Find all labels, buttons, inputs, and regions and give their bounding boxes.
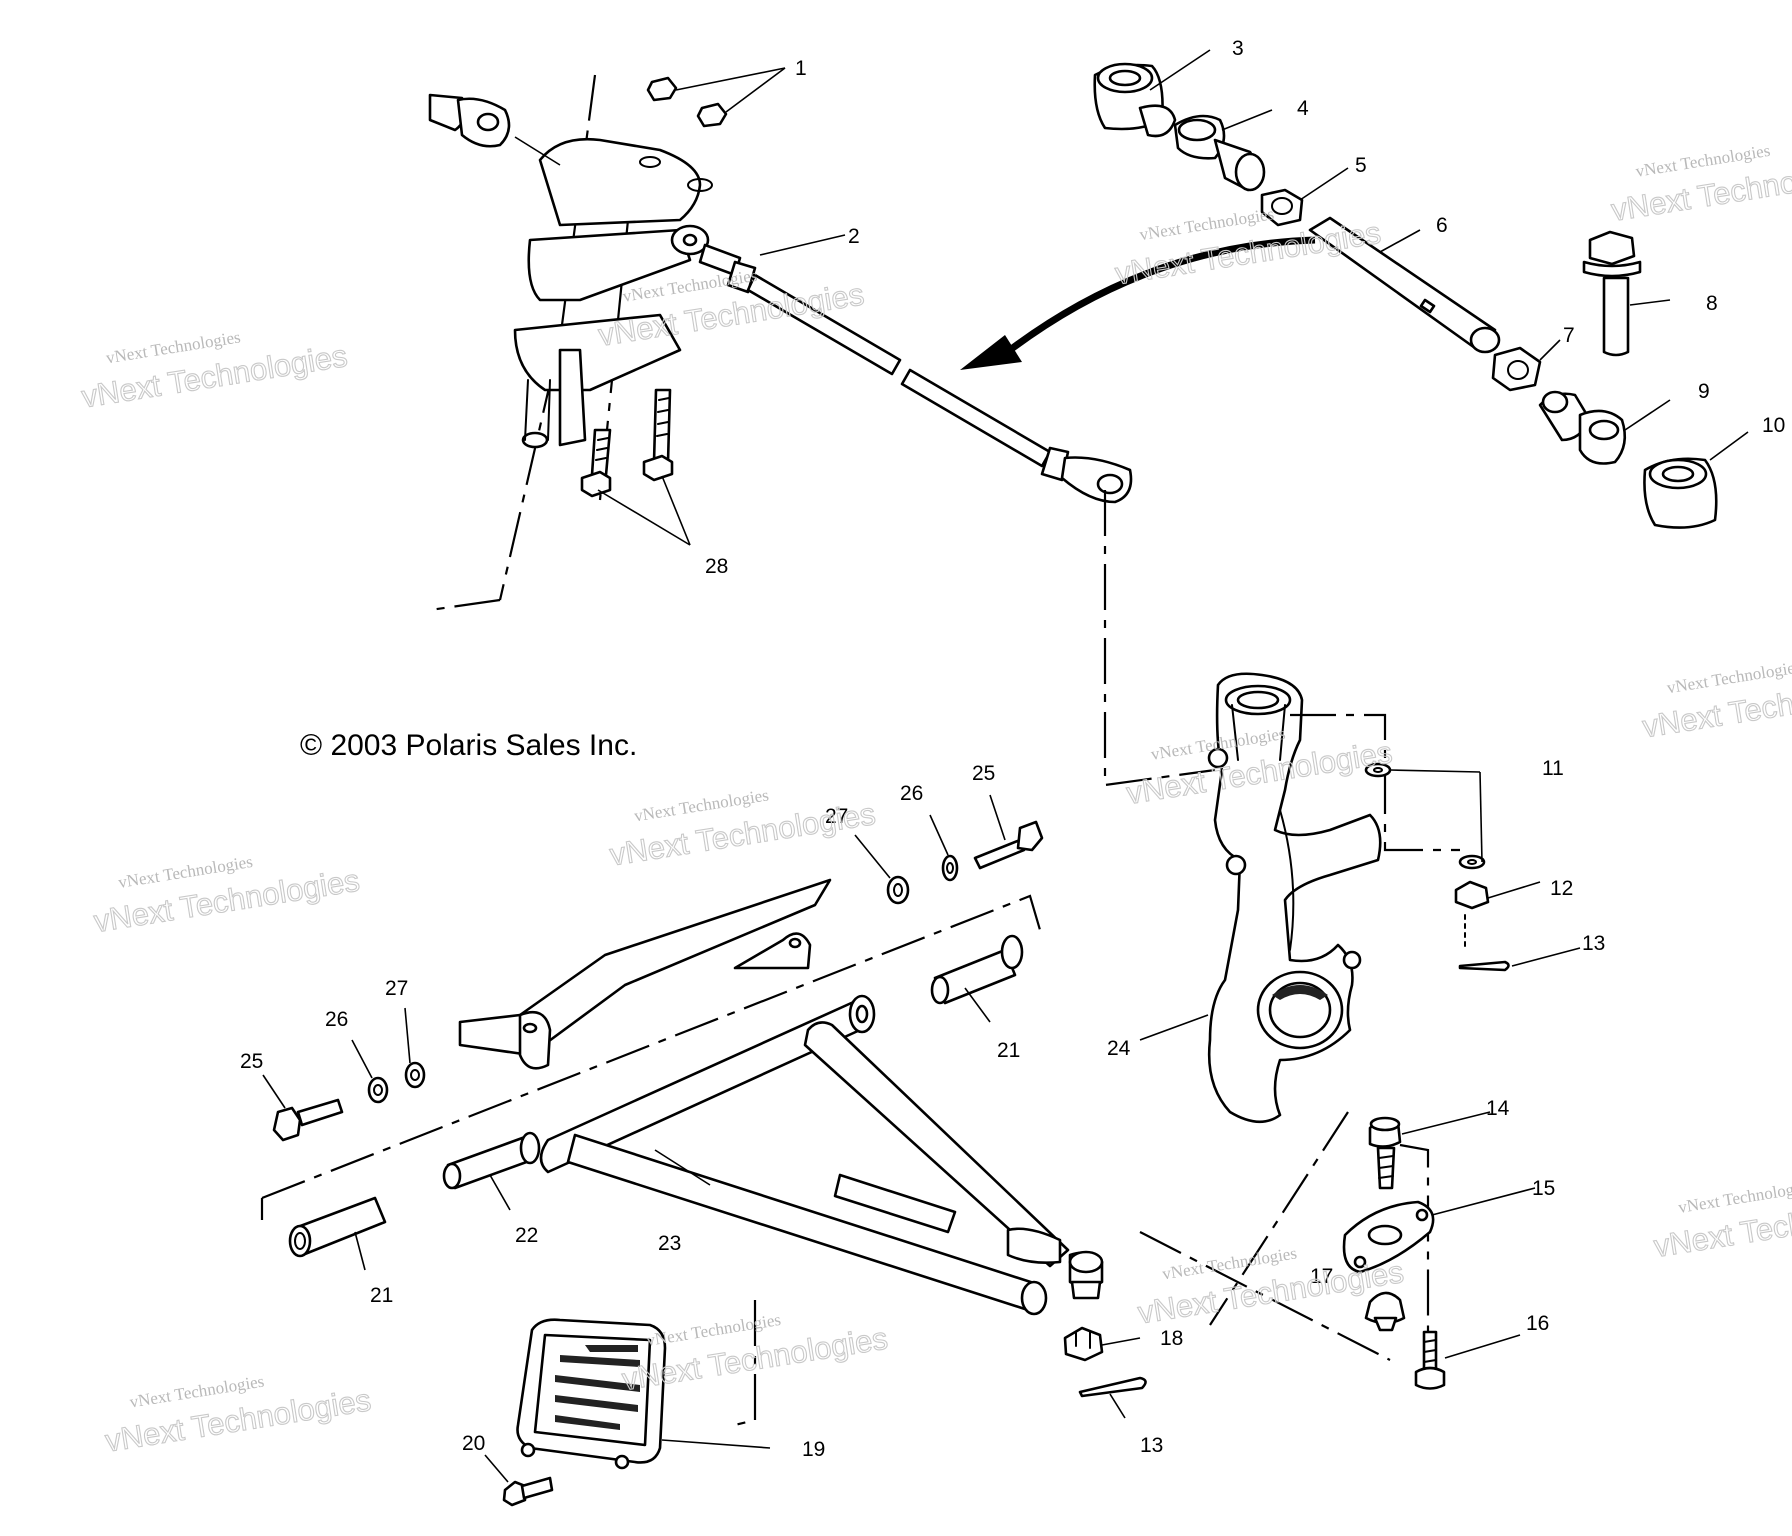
callout-21-lower: 21 [370,1284,393,1307]
nuts-item-1 [646,67,786,128]
callout-3: 3 [1232,37,1244,60]
bolt-item-25-upper [973,794,1044,870]
cotter-pin-item-13-upper [1458,914,1581,972]
callout-27-upper: 27 [825,805,848,828]
callout-18: 18 [1160,1327,1183,1350]
bushing-item-21-upper [930,934,1024,1023]
bushing-item-3 [1093,62,1177,138]
leader-10 [1709,431,1749,461]
callout-7: 7 [1563,324,1575,347]
callout-labels: 1 2 3 4 5 6 7 8 9 10 11 12 13 13 14 15 1… [240,37,1785,1461]
screw-item-20 [484,1454,554,1507]
callout-15: 15 [1532,1177,1555,1200]
steering-knuckle [1207,672,1460,1124]
callout-19: 19 [802,1438,825,1461]
callout-4: 4 [1297,97,1309,120]
cotter-pin-item-13-lower [1078,1376,1147,1419]
leader-7 [1539,339,1561,361]
callout-27-lower: 27 [385,977,408,1000]
callout-11: 11 [1542,757,1564,780]
leader-2 [759,234,846,256]
leader-3 [1149,49,1211,91]
callout-13-upper: 13 [1582,932,1605,955]
bolt-item-16 [1414,1330,1521,1390]
bolts-item-28 [580,388,691,546]
bushing-item-22 [442,1131,541,1211]
washer-item-26-upper [929,814,959,882]
washer-item-26-lower [351,1039,389,1104]
callout-22: 22 [515,1224,538,1247]
direction-arrow [960,236,1316,370]
steering-post [429,74,713,612]
callout-1: 1 [795,57,807,80]
washer-item-27-upper [854,834,910,905]
jam-nut-item-5 [1260,188,1304,227]
assembly-line-balljoint [1139,1231,1391,1361]
leader-23 [654,1149,711,1186]
nut-item-12 [1454,880,1541,910]
ball-joint-item-17 [1364,1291,1406,1332]
washer-item-27-lower [404,1007,426,1089]
a-arm [260,878,1104,1316]
callout-16: 16 [1526,1312,1549,1335]
tube-item-6 [1308,216,1501,354]
tie-rod-end-left [428,93,561,166]
leader-5 [1299,167,1349,201]
watermarks: vNext Technologies vNext Technologies vN… [79,141,1792,1459]
copyright-notice: © 2003 Polaris Sales Inc. [300,729,637,762]
guard-item-19 [516,1300,771,1470]
callout-26-upper: 26 [900,782,923,805]
callout-13-lower: 13 [1140,1434,1163,1457]
bolt-item-14 [1368,1111,1491,1345]
leader-6 [1379,229,1421,253]
callout-25-upper: 25 [972,762,995,785]
callout-5: 5 [1355,154,1367,177]
bushing-item-10 [1643,457,1718,529]
callout-24: 24 [1107,1037,1131,1060]
assembly-line-tierod [1103,490,1216,787]
callout-12: 12 [1550,877,1573,900]
tie-rod-assembly [670,224,1133,504]
callout-10: 10 [1762,414,1785,437]
callout-9: 9 [1698,380,1710,403]
leader-8 [1629,299,1671,306]
callout-17: 17 [1310,1265,1333,1288]
callout-21-upper: 21 [997,1039,1020,1062]
nut-item-18 [1063,1326,1141,1362]
callout-26-lower: 26 [325,1008,348,1031]
bolt-item-8 [1582,230,1642,357]
plate-item-15 [1342,1187,1536,1274]
callout-20: 20 [462,1432,485,1455]
callout-28: 28 [705,555,728,578]
rod-end-item-9 [1538,390,1627,465]
leader-9 [1624,399,1671,431]
leader-24 [1139,1014,1209,1041]
callout-8: 8 [1706,292,1718,315]
washers-item-11 [1364,762,1486,870]
jam-nut-item-7 [1491,346,1542,392]
rod-end-item-4 [1173,114,1266,192]
callout-23: 23 [658,1232,681,1255]
callout-2: 2 [848,225,860,248]
callout-25-lower: 25 [240,1050,263,1073]
assembly-line-knuckle [1209,1111,1349,1326]
leader-4 [1221,109,1273,131]
bushing-item-21-lower [288,1196,387,1271]
bolt-item-25-lower [262,1074,344,1142]
callout-14: 14 [1486,1097,1510,1120]
callout-6: 6 [1436,214,1448,237]
